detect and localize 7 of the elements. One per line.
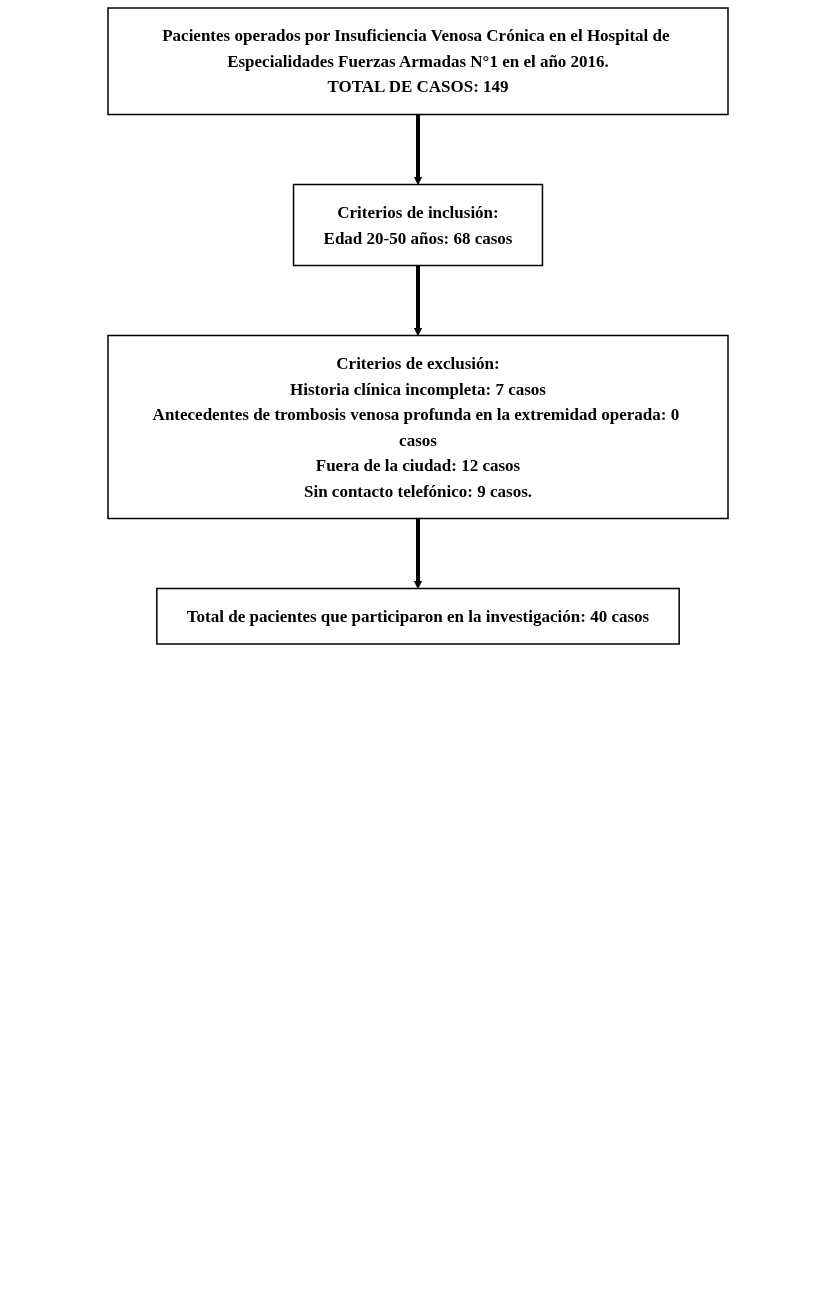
node-box: Criterios de exclusión: Historia clínica incompleta: 7 casos Antecedentes de trombosis venosa profunda en la extremidad operada: 0 casos Fuera de la ciudad: 12 casos Sin contacto telefónico: 9 casos. (106, 334, 729, 520)
arrow (413, 114, 422, 185)
node-box: Criterios de inclusión: Edad 20-50 años: 68 casos (292, 183, 543, 267)
arrow (413, 265, 422, 336)
node-box: Pacientes operados por Insuficiencia Venosa Crónica en el Hospital de Especialidades Fuerzas Armadas N°1 en el año 2016. TOTAL DE CASOS: 149 (106, 7, 729, 116)
arrow (413, 518, 422, 589)
node-box: Total de pacientes que participaron en la investigación: 40 casos (155, 587, 680, 645)
